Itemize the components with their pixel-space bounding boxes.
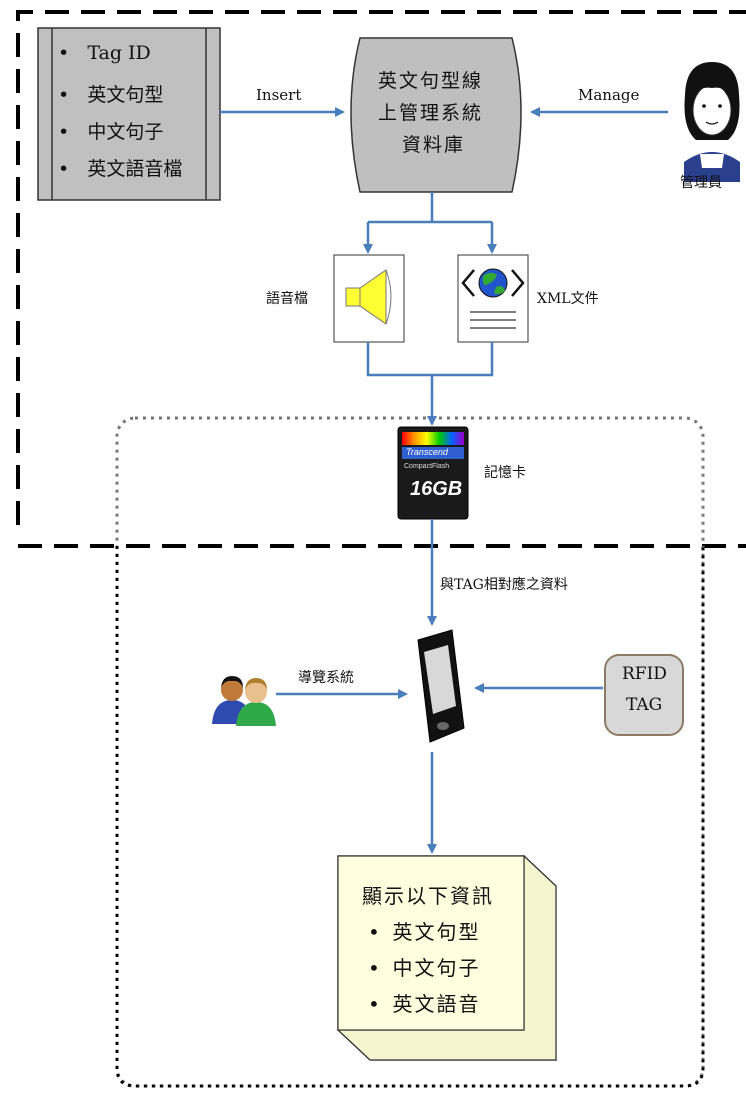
rfid-line-1: RFID	[622, 664, 667, 684]
source-item-text: 中文句子	[87, 121, 164, 143]
speaker-icon	[345, 269, 392, 325]
source-item-3: • 中文句子	[58, 117, 163, 144]
bullet: •	[58, 84, 88, 106]
card-to-phone-label: 與TAG相對應之資料	[440, 577, 568, 593]
rfid-box	[604, 654, 684, 736]
display-box	[336, 854, 557, 1062]
source-item-text: 英文句型	[87, 84, 164, 106]
memory-card-label: 記憶卡	[484, 465, 526, 481]
memory-card-capacity: 16GB	[410, 478, 463, 500]
source-box	[37, 27, 221, 201]
audio-file-label: 語音檔	[266, 291, 308, 307]
users-to-phone-label: 導覽系統	[298, 670, 354, 686]
source-item-2: • 英文句型	[58, 80, 163, 107]
audio-file-box	[333, 254, 405, 343]
manage-label: Manage	[578, 86, 640, 104]
bullet: •	[58, 121, 88, 143]
person-icon	[684, 62, 740, 182]
source-item-text: 英文語音檔	[87, 158, 183, 180]
source-item-4: • 英文語音檔	[58, 154, 182, 181]
files-merge-connector	[366, 342, 494, 400]
globe-icon	[461, 268, 525, 298]
bullet: •	[368, 956, 393, 980]
display-item-text: 英文語音	[392, 992, 481, 1016]
display-item-3: • 英文語音	[368, 988, 481, 1017]
display-item-text: 英文句型	[392, 920, 481, 944]
database-line-2: 上管理系統	[378, 102, 484, 124]
bullet: •	[58, 158, 88, 180]
admin-label: 管理員	[680, 175, 722, 191]
database-line-3: 資料庫	[402, 134, 466, 156]
db-split-connector	[368, 192, 492, 224]
database-line-1: 英文句型線	[378, 70, 484, 92]
bullet: •	[368, 920, 393, 944]
bullet: •	[58, 42, 88, 64]
rfid-line-2: TAG	[626, 695, 663, 715]
memory-card-icon	[397, 426, 469, 520]
xml-doc-box	[457, 254, 529, 343]
users-icon	[212, 676, 276, 726]
source-item-text: Tag ID	[87, 42, 151, 64]
display-item-2: • 中文句子	[368, 952, 481, 981]
source-item-1: • Tag ID	[58, 42, 151, 64]
database-shape	[350, 37, 522, 193]
system-boundary-top	[16, 10, 746, 548]
insert-label: Insert	[256, 86, 302, 104]
display-item-1: • 英文句型	[368, 916, 481, 945]
bullet: •	[368, 992, 393, 1016]
memory-card-brand: Transcend	[406, 447, 448, 457]
display-title: 顯示以下資訊	[362, 884, 494, 908]
display-item-text: 中文句子	[392, 956, 481, 980]
xml-doc-label: XML文件	[537, 291, 599, 307]
phone-icon	[417, 629, 465, 743]
memory-card-type: CompactFlash	[404, 463, 450, 470]
device-boundary-lower-edge	[115, 546, 705, 1088]
